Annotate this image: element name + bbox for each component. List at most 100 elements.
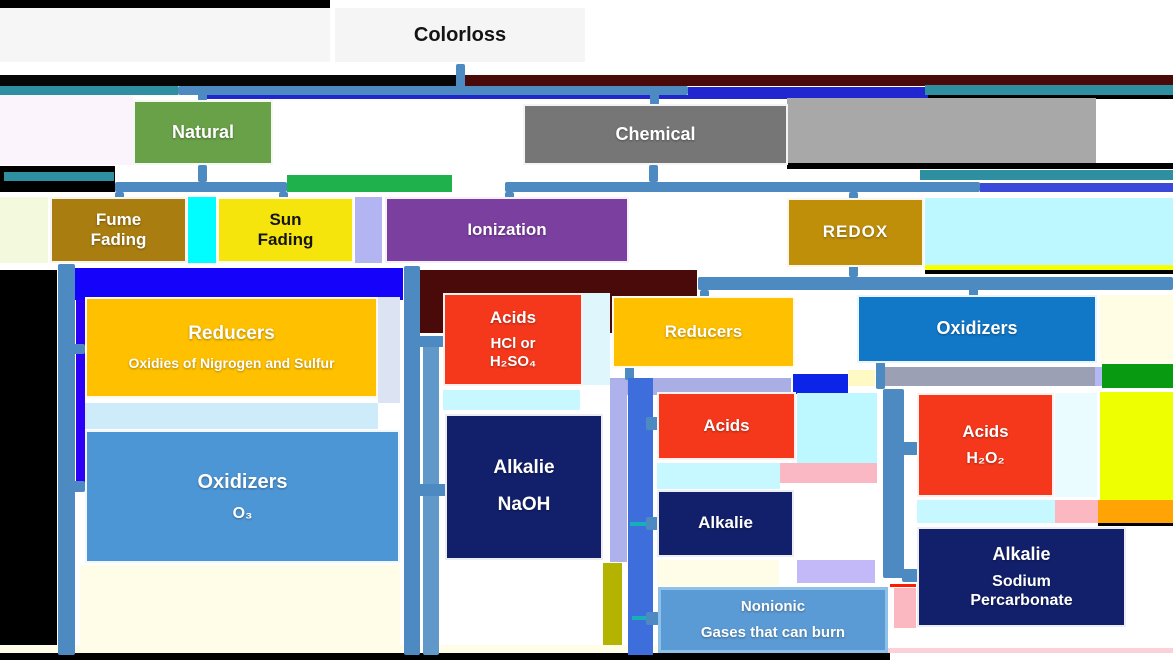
node-label: Ionization [467, 219, 547, 239]
background-artifact [1095, 367, 1102, 386]
background-artifact [980, 183, 1173, 192]
background-artifact [0, 0, 330, 8]
node-label: Acids [962, 422, 1009, 442]
node-label: Nonionic [740, 598, 806, 615]
connector-oxidizers-redox-tick [969, 288, 978, 297]
background-artifact [1055, 500, 1098, 523]
background-artifact [0, 197, 48, 263]
node-alkalie-ionization: Alkalie NaOH [445, 414, 603, 560]
background-artifact [925, 270, 1173, 274]
background-artifact [85, 403, 378, 429]
background-artifact [610, 380, 627, 562]
background-artifact [632, 616, 652, 620]
connector-top-bar [178, 86, 688, 95]
background-artifact [797, 560, 875, 583]
connector-reducers-redox-tick [700, 290, 709, 299]
background-artifact [0, 86, 178, 95]
connector-natural-tick [198, 90, 207, 101]
node-nonionic: Nonionic Gases that can burn [658, 587, 888, 653]
connector-alkalie-oxidizers-elbow [902, 569, 918, 582]
background-artifact [0, 653, 890, 660]
node-oxidizers-natural: Oxidizers O₃ [85, 430, 400, 563]
connector-alkalie-ionization-elbow [404, 484, 458, 496]
connector-redox-up-tick [849, 265, 858, 277]
background-artifact [793, 374, 848, 394]
connector-redox-tick [849, 192, 858, 199]
connector-colorloss-tick [456, 64, 465, 88]
background-artifact [917, 500, 1055, 523]
node-natural: Natural [133, 100, 273, 165]
node-sublabel-line2: H₂SO₄ [489, 352, 537, 370]
background-artifact [920, 170, 1173, 180]
node-label-line2: Fading [257, 230, 314, 249]
background-artifact [925, 85, 1173, 95]
background-artifact [443, 390, 580, 410]
background-artifact [76, 300, 85, 490]
background-artifact [894, 588, 916, 628]
background-artifact [688, 87, 928, 96]
node-label: REDOX [822, 222, 889, 242]
node-label-line1: Sun [269, 209, 302, 229]
node-acids-reducers: Acids [657, 392, 796, 460]
node-label: Reducers [664, 321, 743, 341]
connector-reducers-natural-elbow [58, 344, 85, 354]
connector-ionization-branch-vertical-2 [423, 337, 439, 655]
background-artifact [0, 8, 330, 62]
connector-oxidizers-branch-vertical [883, 389, 904, 578]
background-artifact [1102, 364, 1173, 388]
connector-ionization-tick [505, 192, 514, 199]
connector-nonionic-elbow [646, 612, 659, 625]
connector-chemical-bar [505, 182, 980, 192]
node-label: Acids [703, 415, 750, 435]
node-alkalie-oxidizers: Alkalie Sodium Percarbonate [917, 527, 1126, 627]
connector-fume-branch-vertical [58, 264, 75, 655]
node-label: Natural [171, 121, 234, 142]
node-oxidizers-redox: Oxidizers [857, 295, 1097, 363]
node-alkalie-reducers: Alkalie [657, 490, 794, 557]
node-acids-ionization: Acids HCl or H₂SO₄ [443, 293, 583, 386]
connector-below-oxidizers-tick [876, 362, 885, 389]
background-artifact [188, 197, 216, 263]
connector-alkalie-reducers-elbow [646, 517, 659, 530]
node-reducers-natural: Reducers Oxidies of Nigrogen and Sulfur [85, 297, 378, 398]
background-artifact [610, 378, 791, 395]
connector-redox-bar [698, 277, 1173, 290]
background-artifact [787, 163, 1173, 169]
node-label: Oxidizers [197, 470, 288, 493]
background-artifact [890, 584, 916, 587]
node-label: Reducers [188, 322, 275, 344]
background-artifact [780, 463, 877, 483]
node-colorloss: Colorloss [335, 8, 585, 62]
node-sublabel: Oxidies of Nigrogen and Sulfur [128, 354, 335, 371]
background-artifact [657, 560, 779, 586]
node-fume-fading: Fume Fading [50, 197, 187, 263]
background-artifact [67, 268, 403, 300]
connector-acids-oxidizers-elbow [902, 442, 918, 455]
node-sublabel: Gases that can burn [700, 624, 846, 641]
background-artifact [1100, 392, 1173, 502]
node-label: Chemical [615, 123, 696, 144]
background-artifact [457, 75, 1173, 86]
node-sublabel-line1: Sodium [992, 573, 1051, 591]
node-sun-fading: Sun Fading [217, 197, 354, 263]
background-artifact [378, 297, 400, 403]
background-artifact [877, 367, 1095, 386]
background-artifact [4, 172, 114, 181]
node-sublabel: NaOH [497, 494, 551, 515]
connector-chemical-tick [650, 90, 659, 105]
connector-natural-up-tick [198, 165, 207, 182]
background-artifact [205, 95, 930, 99]
node-sublabel: O₃ [232, 504, 253, 522]
connector-sun-tick [279, 192, 288, 199]
node-reducers-redox: Reducers [612, 296, 795, 368]
background-artifact [1098, 500, 1173, 523]
background-artifact [0, 270, 57, 648]
background-artifact [1055, 393, 1097, 497]
node-chemical: Chemical [523, 104, 788, 165]
background-artifact [787, 98, 1096, 163]
background-artifact [582, 293, 610, 385]
background-artifact [1100, 295, 1173, 363]
background-artifact [855, 648, 1173, 653]
node-label: Alkalie [493, 457, 555, 479]
